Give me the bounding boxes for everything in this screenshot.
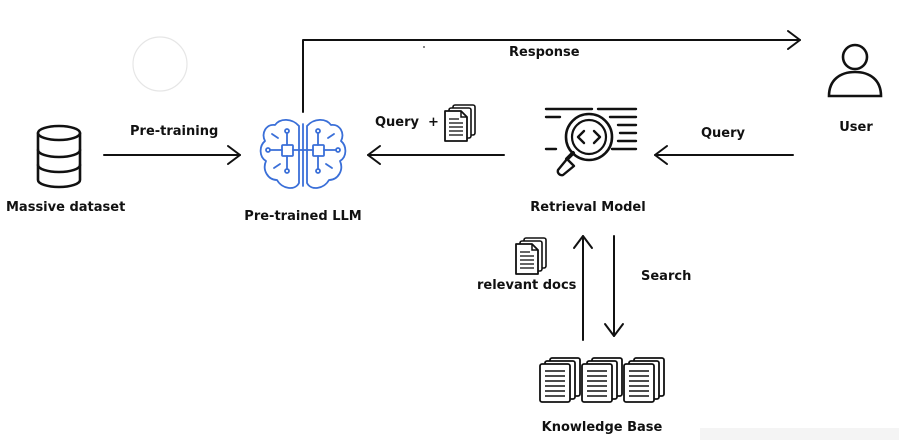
- doc-stack-icon: [445, 105, 475, 141]
- stray-dot: [423, 46, 425, 48]
- query-plus-label: Query +: [375, 115, 439, 130]
- database-icon: [36, 124, 82, 189]
- relevant-docs-arrow: [573, 235, 593, 341]
- query-label: Query: [701, 126, 746, 141]
- pretrained-llm-label: Pre-trained LLM: [244, 209, 362, 224]
- response-arrow: [302, 30, 801, 113]
- user-query-arrow: [654, 145, 794, 165]
- decorative-circle: [132, 36, 188, 92]
- user-label: User: [839, 120, 873, 135]
- bottom-band: [700, 428, 899, 440]
- massive-dataset-label: Massive dataset: [6, 200, 126, 215]
- search-arrow: [604, 235, 624, 337]
- relevant-docs-icon: [516, 238, 546, 274]
- pretraining-arrow: [103, 145, 241, 165]
- brain-circuit-icon: [259, 118, 347, 189]
- retrieval-model-label: Retrieval Model: [530, 200, 646, 215]
- user-icon: [827, 43, 883, 98]
- response-label: Response: [509, 45, 580, 60]
- search-label: Search: [641, 269, 692, 284]
- document-stacks-icon: [539, 357, 665, 403]
- pretraining-label: Pre-training: [130, 124, 219, 139]
- relevant-docs-label: relevant docs: [477, 278, 577, 293]
- knowledge-base-label: Knowledge Base: [541, 420, 663, 435]
- query-to-llm-arrow: [367, 145, 505, 165]
- code-search-icon: [544, 107, 638, 177]
